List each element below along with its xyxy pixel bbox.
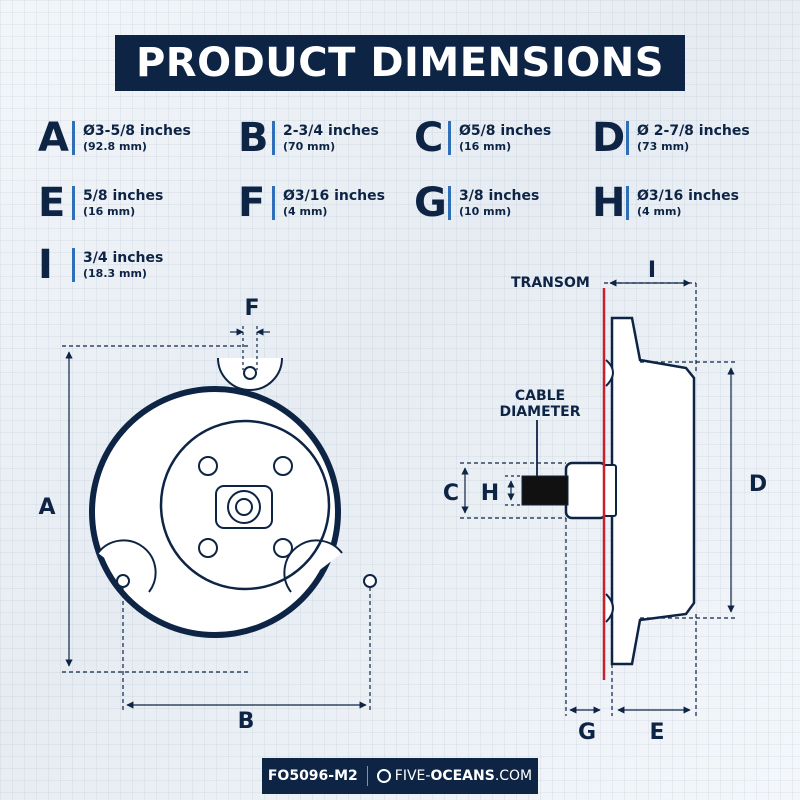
center-hole bbox=[235, 498, 253, 516]
spec-i: I 3/4 inches(18.3 mm) bbox=[38, 245, 163, 285]
spec-mm: (70 mm) bbox=[283, 139, 336, 153]
front-view bbox=[89, 357, 377, 638]
led-3 bbox=[198, 538, 218, 558]
label-cable-line1: CABLE bbox=[515, 388, 565, 404]
spec-letter: I bbox=[38, 242, 53, 288]
cable-gland bbox=[564, 461, 608, 520]
spec-inches: 3/4 inches bbox=[83, 249, 164, 266]
side-dimension-lines bbox=[460, 279, 738, 716]
page-title: PRODUCT DIMENSIONS bbox=[115, 35, 685, 91]
spec-e: E 5/8 inches(16 mm) bbox=[38, 183, 163, 223]
spec-mm: (73 mm) bbox=[637, 139, 690, 153]
spec-inches: Ø3/16 inches bbox=[283, 187, 385, 204]
spec-letter: G bbox=[414, 180, 447, 226]
spec-divider bbox=[448, 186, 451, 220]
spec-mm: (16 mm) bbox=[459, 139, 512, 153]
spec-letter: C bbox=[414, 115, 444, 161]
spec-letter: A bbox=[38, 115, 69, 161]
model-number: FO5096-M2 bbox=[267, 768, 358, 784]
spec-mm: (4 mm) bbox=[283, 204, 328, 218]
screw-hole-top bbox=[243, 366, 257, 380]
spec-d: D Ø 2-7/8 inches(73 mm) bbox=[592, 118, 750, 158]
led-2 bbox=[273, 456, 293, 476]
spec-letter: F bbox=[238, 180, 266, 226]
spec-inches: Ø 2-7/8 inches bbox=[637, 122, 750, 139]
five-oceans-logo-icon bbox=[376, 769, 391, 783]
spec-divider bbox=[72, 186, 75, 220]
dim-label-a: A bbox=[38, 495, 55, 520]
spec-g: G 3/8 inches(10 mm) bbox=[414, 183, 539, 223]
dim-label-g: G bbox=[578, 720, 596, 745]
center-boss bbox=[215, 485, 273, 529]
spec-mm: (16 mm) bbox=[83, 204, 136, 218]
spec-inches: 3/8 inches bbox=[459, 187, 540, 204]
dim-label-h: H bbox=[481, 481, 499, 506]
spec-divider bbox=[626, 186, 629, 220]
front-dimension-lines bbox=[62, 326, 371, 712]
spec-mm: (4 mm) bbox=[637, 204, 682, 218]
mount-lobe-left bbox=[97, 539, 157, 593]
label-cable-line2: DIAMETER bbox=[499, 404, 580, 420]
website-prefix: FIVE- bbox=[394, 768, 431, 784]
spec-mm: (18.3 mm) bbox=[83, 266, 147, 280]
spec-divider bbox=[272, 186, 275, 220]
label-transom: TRANSOM bbox=[511, 275, 590, 291]
spec-f: F Ø3/16 inches(4 mm) bbox=[238, 183, 385, 223]
dim-label-f: F bbox=[244, 296, 259, 321]
spec-mm: (10 mm) bbox=[459, 204, 512, 218]
flange-notch-top bbox=[605, 359, 614, 387]
cable bbox=[521, 475, 569, 506]
spec-letter: B bbox=[238, 115, 269, 161]
spec-a: A Ø3-5/8 inches(92.8 mm) bbox=[38, 118, 191, 158]
spec-b: B 2-3/4 inches(70 mm) bbox=[238, 118, 379, 158]
spec-mm: (92.8 mm) bbox=[83, 139, 147, 153]
footer-bar: FO5096-M2 FIVE-OCEANS.COM bbox=[262, 758, 538, 794]
spec-divider bbox=[626, 121, 629, 155]
spec-inches: Ø5/8 inches bbox=[459, 122, 552, 139]
light-housing bbox=[610, 316, 696, 666]
center-ring bbox=[227, 490, 261, 524]
spec-inches: 5/8 inches bbox=[83, 187, 164, 204]
dim-label-b: B bbox=[238, 709, 255, 734]
spec-letter: D bbox=[592, 115, 626, 161]
screw-hole-left bbox=[116, 574, 130, 588]
website-brand: OCEANS bbox=[430, 768, 495, 784]
dim-label-i: I bbox=[648, 258, 656, 283]
screw-hole-right bbox=[363, 574, 377, 588]
led-1 bbox=[198, 456, 218, 476]
side-view bbox=[521, 316, 696, 666]
inner-ring bbox=[159, 419, 331, 591]
spec-letter: E bbox=[38, 180, 66, 226]
spec-letter: H bbox=[592, 180, 626, 226]
dim-label-d: D bbox=[749, 472, 767, 497]
spec-inches: Ø3-5/8 inches bbox=[83, 122, 191, 139]
dim-label-e: E bbox=[649, 720, 664, 745]
spec-divider bbox=[72, 248, 75, 282]
spec-divider bbox=[72, 121, 75, 155]
spec-divider bbox=[272, 121, 275, 155]
spec-divider bbox=[448, 121, 451, 155]
spec-inches: 2-3/4 inches bbox=[283, 122, 379, 139]
gland-nut bbox=[603, 464, 617, 517]
spec-inches: Ø3/16 inches bbox=[637, 187, 739, 204]
spec-c: C Ø5/8 inches(16 mm) bbox=[414, 118, 551, 158]
led-4 bbox=[273, 538, 293, 558]
dim-label-c: C bbox=[443, 481, 459, 506]
website-suffix: .COM bbox=[494, 768, 533, 784]
footer-divider bbox=[366, 766, 368, 786]
spec-h: H Ø3/16 inches(4 mm) bbox=[592, 183, 739, 223]
flange-notch-bottom bbox=[605, 593, 614, 623]
